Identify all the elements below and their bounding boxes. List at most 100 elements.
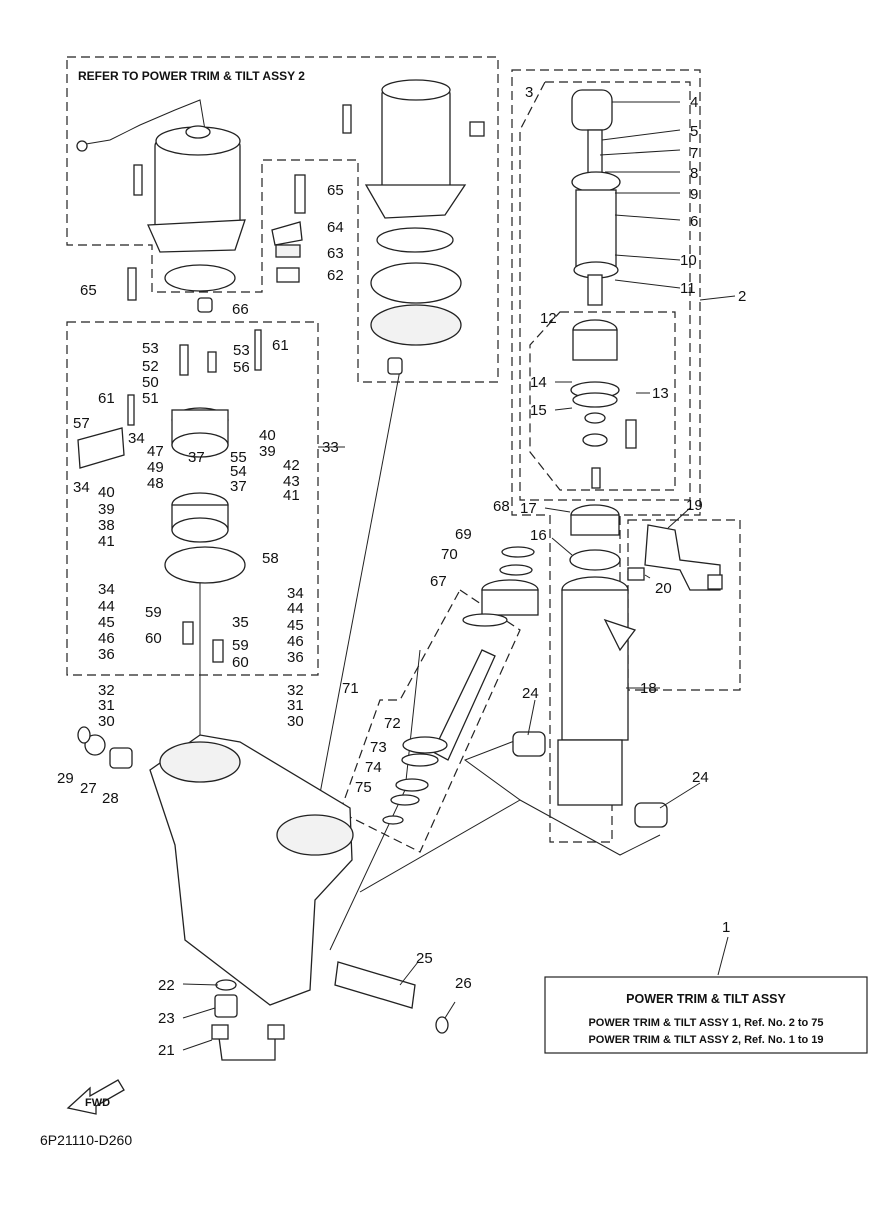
callout-60a: 60: [145, 630, 162, 647]
callout-34c: 34: [98, 581, 115, 598]
callout-31a: 31: [98, 697, 115, 714]
legend-title: POWER TRIM & TILT ASSY: [626, 992, 786, 1006]
callout-65a: 65: [327, 182, 344, 199]
callout-39a: 39: [259, 443, 276, 460]
callout-73: 73: [370, 739, 387, 756]
legend-box: POWER TRIM & TILT ASSY POWER TRIM & TILT…: [544, 936, 868, 1054]
cylinder-link-line: [519, 799, 661, 856]
callout-41b: 41: [98, 533, 115, 550]
callout-36a: 36: [98, 646, 115, 663]
stern-bracket: [77, 726, 449, 1061]
callout-34d: 34: [287, 585, 304, 602]
callout-63: 63: [327, 245, 344, 262]
callout-59b: 59: [232, 637, 249, 654]
callout-44b: 44: [287, 600, 304, 617]
callout-2: 2: [738, 288, 746, 305]
callout-67: 67: [430, 573, 447, 590]
tilt-link-line: [359, 734, 531, 893]
callout-54: 54: [230, 463, 247, 480]
callout-40b: 40: [98, 484, 115, 501]
callout-4: 4: [690, 94, 698, 111]
callout-37a: 37: [188, 449, 205, 466]
callout-22: 22: [158, 977, 175, 994]
callout-64: 64: [327, 219, 344, 236]
callout-30a: 30: [98, 713, 115, 730]
tilt-piston-parts: [382, 546, 539, 825]
callout-5: 5: [690, 123, 698, 140]
callout-58: 58: [262, 550, 279, 567]
callout-20: 20: [655, 580, 672, 597]
callout-28: 28: [102, 790, 119, 807]
header-note: REFER TO POWER TRIM & TILT ASSY 2: [78, 69, 305, 83]
cylinder-parts: [512, 89, 723, 828]
callout-18: 18: [640, 680, 657, 697]
callout-31b: 31: [287, 697, 304, 714]
callout-13: 13: [652, 385, 669, 402]
callout-66: 66: [232, 301, 249, 318]
legend-line1: POWER TRIM & TILT ASSY 1, Ref. No. 2 to …: [588, 1017, 823, 1029]
callout-53a: 53: [142, 340, 159, 357]
callout-45a: 45: [98, 614, 115, 631]
callout-61b: 61: [98, 390, 115, 407]
callout-59a: 59: [145, 604, 162, 621]
frame-pipe-19: [627, 519, 741, 691]
valve-body: [77, 329, 262, 663]
frame-valve-group: [66, 321, 319, 676]
callout-27: 27: [80, 780, 97, 797]
callout-48: 48: [147, 475, 164, 492]
frame-free-piston: [529, 311, 676, 491]
callout-43: 43: [283, 473, 300, 490]
leader-lines: [182, 101, 736, 1051]
callout-24b: 24: [692, 769, 709, 786]
callout-45b: 45: [287, 617, 304, 634]
callout-57: 57: [73, 415, 90, 432]
callout-44a: 44: [98, 598, 115, 615]
callout-72: 72: [384, 715, 401, 732]
reservoir-link-line: [314, 369, 401, 821]
callout-29: 29: [57, 770, 74, 787]
callout-55: 55: [230, 449, 247, 466]
callout-50: 50: [142, 374, 159, 391]
callout-46b: 46: [287, 633, 304, 650]
callout-53b: 53: [233, 342, 250, 359]
callout-42: 42: [283, 457, 300, 474]
callout-51: 51: [142, 390, 159, 407]
callout-7: 7: [690, 145, 698, 162]
callout-68: 68: [493, 498, 510, 515]
callout-46a: 46: [98, 630, 115, 647]
callout-47: 47: [147, 443, 164, 460]
callout-9: 9: [690, 186, 698, 203]
callout-33: 33: [322, 439, 339, 456]
callout-15: 15: [530, 402, 547, 419]
callout-23: 23: [158, 1010, 175, 1027]
callout-52: 52: [142, 358, 159, 375]
callout-24a: 24: [522, 685, 539, 702]
callout-61a: 61: [272, 337, 289, 354]
callout-32a: 32: [98, 682, 115, 699]
callout-26: 26: [455, 975, 472, 992]
callout-21: 21: [158, 1042, 175, 1059]
fwd-arrow: FWD: [66, 1079, 125, 1115]
callout-65b: 65: [80, 282, 97, 299]
callout-1: 1: [722, 919, 730, 936]
callout-38: 38: [98, 517, 115, 534]
callout-labels: 4 3 5 7 8 9 6 10 11 2 12 13 14 15 17 16 …: [57, 84, 746, 1059]
callout-16: 16: [530, 527, 547, 544]
callout-41a: 41: [283, 487, 300, 504]
callout-12: 12: [540, 310, 557, 327]
callout-35: 35: [232, 614, 249, 631]
callout-19: 19: [686, 497, 703, 514]
callout-14: 14: [530, 374, 547, 391]
filter-parts: [127, 174, 306, 313]
callout-56: 56: [233, 359, 250, 376]
callout-36b: 36: [287, 649, 304, 666]
callout-3: 3: [525, 84, 533, 101]
callout-69: 69: [455, 526, 472, 543]
frame-piston-assy: [519, 81, 691, 501]
callout-71: 71: [342, 680, 359, 697]
drawing-code: 6P21110-D260: [40, 1132, 132, 1148]
callout-70: 70: [441, 546, 458, 563]
callout-8: 8: [690, 165, 698, 182]
callout-34b: 34: [73, 479, 90, 496]
